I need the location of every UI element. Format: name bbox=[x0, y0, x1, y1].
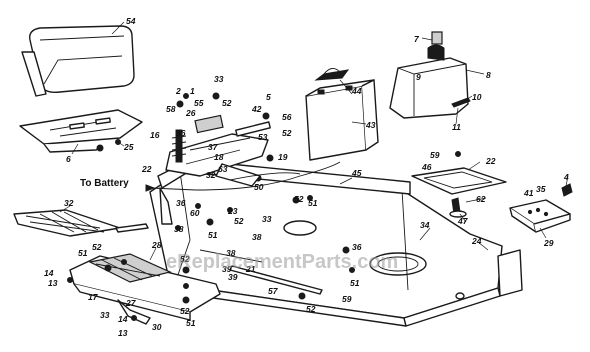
floor-pan bbox=[411, 151, 507, 218]
part-number-38-axle: 38 bbox=[226, 248, 236, 258]
part-number-33-top: 33 bbox=[214, 74, 224, 84]
part-number-59: 59 bbox=[430, 150, 440, 160]
part-number-11: 11 bbox=[452, 122, 461, 132]
part-number-13-bottom: 13 bbox=[118, 328, 128, 338]
part-number-14-bottom: 14 bbox=[118, 314, 128, 324]
part-number-46: 46 bbox=[421, 162, 432, 172]
part-number-55: 55 bbox=[194, 98, 204, 108]
step-plate bbox=[13, 209, 149, 237]
part-number-39-axle: 39 bbox=[228, 272, 238, 282]
part-number-59-rear: 59 bbox=[342, 294, 352, 304]
part-number-47: 47 bbox=[457, 216, 469, 226]
part-number-54: 54 bbox=[126, 16, 136, 26]
part-number-52-foot: 52 bbox=[92, 242, 102, 252]
part-number-44: 44 bbox=[351, 86, 362, 96]
part-number-18: 18 bbox=[214, 152, 224, 162]
part-number-53: 53 bbox=[258, 132, 268, 142]
part-number-52-top: 52 bbox=[222, 98, 232, 108]
part-number-52-right: 52 bbox=[282, 128, 292, 138]
part-number-45: 45 bbox=[351, 168, 362, 178]
part-number-22: 22 bbox=[485, 156, 496, 166]
part-number-21: 21 bbox=[245, 264, 256, 274]
main-frame bbox=[149, 171, 523, 327]
part-number-1: 1 bbox=[190, 86, 195, 96]
part-number-52-foot-right: 52 bbox=[180, 254, 190, 264]
part-number-33-bottom: 33 bbox=[100, 310, 110, 320]
part-number-7: 7 bbox=[414, 34, 420, 44]
part-number-13-top: 13 bbox=[48, 278, 58, 288]
part-number-42: 42 bbox=[251, 104, 262, 114]
part-number-58: 58 bbox=[166, 104, 176, 114]
part-number-30: 30 bbox=[152, 322, 162, 332]
battery-cable bbox=[145, 161, 341, 192]
axle-rod bbox=[199, 249, 323, 295]
watermark: eReplacementParts.com bbox=[166, 251, 398, 273]
part-number-25: 25 bbox=[123, 142, 134, 152]
part-number-32-mid: 32 bbox=[206, 170, 216, 180]
seat-mounting-plate bbox=[19, 109, 143, 153]
part-number-51-foot: 51 bbox=[78, 248, 88, 258]
part-number-52-low: 52 bbox=[234, 216, 244, 226]
part-number-4: 4 bbox=[563, 172, 569, 182]
part-number-33-mid: 33 bbox=[262, 214, 272, 224]
part-number-37: 37 bbox=[208, 142, 219, 152]
part-number-43: 43 bbox=[365, 120, 376, 130]
part-number-16: 16 bbox=[150, 130, 160, 140]
part-number-50: 50 bbox=[254, 182, 264, 192]
part-number-34: 34 bbox=[420, 220, 430, 230]
fuel-line-clamp bbox=[451, 97, 471, 108]
part-number-5: 5 bbox=[266, 92, 271, 102]
part-number-51-low: 51 bbox=[208, 230, 218, 240]
part-number-36-low: 36 bbox=[176, 198, 186, 208]
part-number-52-mid: 52 bbox=[294, 194, 304, 204]
part-number-26: 26 bbox=[185, 108, 196, 118]
part-numbers: 54 6 25 7 8 9 10 11 43 44 45 32 28 34 24… bbox=[44, 16, 569, 338]
part-number-28: 28 bbox=[151, 240, 162, 250]
part-number-39: 39 bbox=[222, 264, 232, 274]
part-number-6: 6 bbox=[66, 154, 71, 164]
part-number-62: 62 bbox=[476, 194, 486, 204]
part-number-27: 27 bbox=[125, 298, 137, 308]
part-number-38-left: 38 bbox=[174, 224, 184, 234]
leader-lines bbox=[59, 21, 569, 261]
part-number-51-bottom: 51 bbox=[186, 318, 196, 328]
part-number-51-mid: 51 bbox=[308, 198, 318, 208]
seat bbox=[21, 25, 135, 97]
part-number-52-bottom: 52 bbox=[180, 306, 190, 316]
part-number-41: 41 bbox=[523, 188, 534, 198]
part-number-22-left: 22 bbox=[141, 164, 152, 174]
part-number-2: 2 bbox=[175, 86, 181, 96]
part-number-52-rear: 52 bbox=[306, 304, 316, 314]
battery bbox=[305, 68, 379, 161]
part-number-10: 10 bbox=[472, 92, 482, 102]
part-number-32: 32 bbox=[64, 198, 74, 208]
to-battery-callout: To Battery bbox=[80, 178, 129, 189]
part-number-38: 38 bbox=[252, 232, 262, 242]
hardware-left bbox=[67, 195, 355, 321]
console-assembly bbox=[165, 92, 301, 187]
part-number-29: 29 bbox=[543, 238, 554, 248]
part-number-35: 35 bbox=[536, 184, 546, 194]
part-number-8: 8 bbox=[486, 70, 491, 80]
part-number-9: 9 bbox=[416, 72, 421, 82]
part-number-24: 24 bbox=[471, 236, 482, 246]
rear-plate bbox=[509, 183, 573, 233]
part-number-51-rear: 51 bbox=[350, 278, 360, 288]
part-number-23: 23 bbox=[227, 206, 238, 216]
part-number-36: 36 bbox=[176, 128, 186, 138]
part-number-57: 57 bbox=[268, 286, 279, 296]
part-number-63: 63 bbox=[218, 164, 228, 174]
part-number-14-top: 14 bbox=[44, 268, 54, 278]
part-number-19: 19 bbox=[278, 152, 288, 162]
part-number-56: 56 bbox=[282, 112, 292, 122]
part-number-60: 60 bbox=[190, 208, 200, 218]
footrest bbox=[69, 253, 221, 325]
fuel-tank bbox=[389, 31, 469, 119]
part-number-17: 17 bbox=[88, 292, 99, 302]
part-number-36-rear: 36 bbox=[352, 242, 362, 252]
